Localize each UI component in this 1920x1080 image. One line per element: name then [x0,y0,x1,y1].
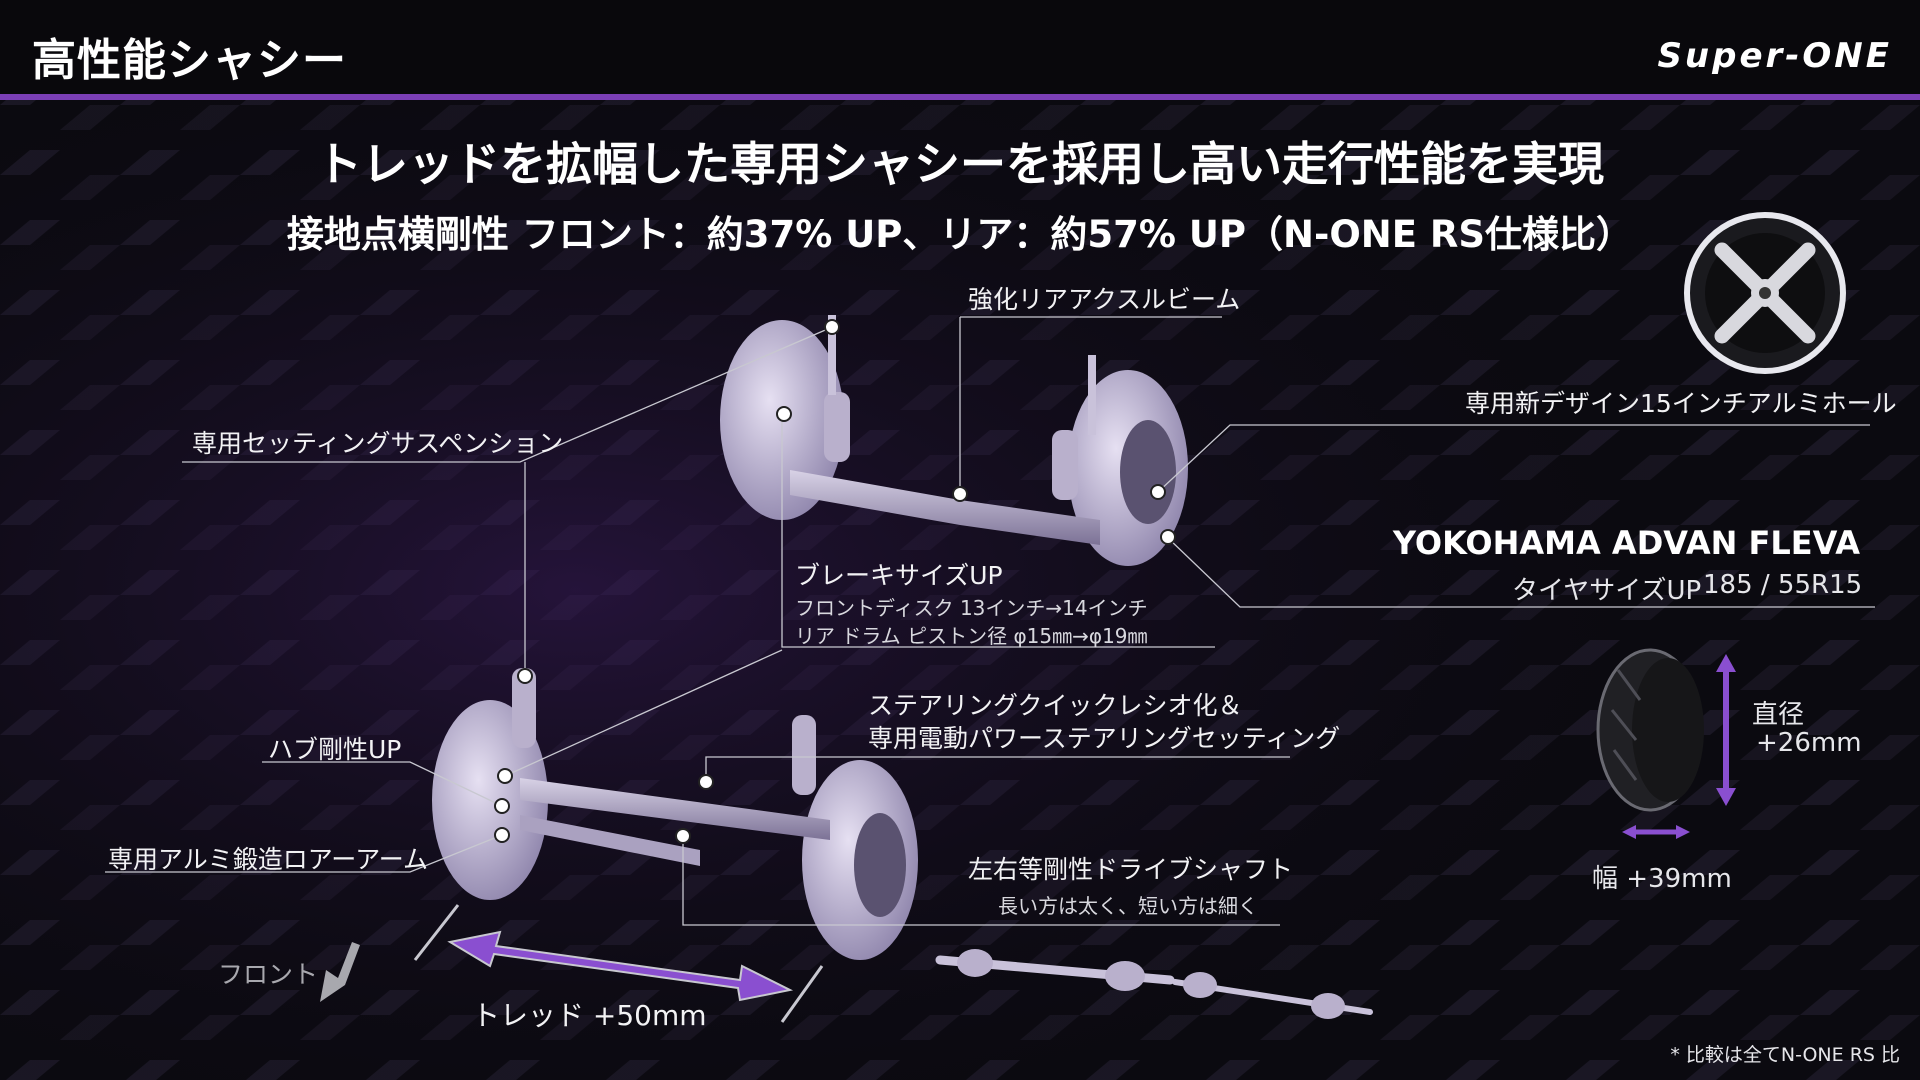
front-direction-label: フロント [218,960,319,989]
header-bar [0,0,1920,96]
callout-brake-title: ブレーキサイズUP [795,561,1003,590]
footnote: * 比較は全てN-ONE RS 比 [1670,1044,1900,1066]
headline: トレッドを拡幅した専用シャシーを採用し高い走行性能を実現 [316,137,1604,191]
subheadline: 接地点横剛性 フロント：約37% UP、リア：約57% UP（N-ONE RS仕… [286,213,1634,256]
rear-axle-assembly [720,315,1188,566]
callout-brake-front: フロントディスク 13インチ→14インチ [795,596,1148,620]
callout-dots [494,319,1176,844]
callout-hub: ハブ剛性UP [268,735,402,764]
tread-value: トレッド +50mm [472,999,707,1032]
callout-wheel: 専用新デザイン15インチアルミホール [1465,389,1897,418]
callout-driveshaft: 左右等剛性ドライブシャフト [968,855,1294,884]
driveshaft-illustration [935,949,1373,1019]
callout-suspension: 専用セッティングサスペンション [192,429,564,458]
callout-steering-line2: 専用電動パワーステアリングセッティング [868,724,1341,753]
callout-rear-axle-beam: 強化リアアクスルビーム [968,285,1241,314]
leader-lines [105,316,1875,926]
tread-arrow [413,904,824,1023]
brand-logo: Super-ONE [1657,36,1892,76]
tire-model: YOKOHAMA ADVAN FLEVA [1392,524,1860,562]
page-title: 高性能シャシー [32,35,347,86]
callout-lower-arm: 専用アルミ鍛造ロアーアーム [108,845,429,874]
tire-diameter-value: +26mm [1756,728,1862,758]
front-axle-assembly [432,668,918,960]
callout-steering-line1: ステアリングクイックレシオ化＆ [868,691,1243,720]
front-direction-arrow [320,942,360,1002]
header-accent-line [0,94,1920,100]
callout-driveshaft-sub: 長い方は太く、短い方は細く [998,894,1258,918]
tire-size-label: タイヤサイズUP [1512,576,1702,606]
tire-size-value: 185 / 55R15 [1703,570,1863,600]
tire-width-value: 幅 +39mm [1592,864,1732,894]
tire-diameter-label: 直径 [1752,700,1805,730]
callout-brake-rear: リア ドラム ピストン径 φ15㎜→φ19㎜ [795,624,1148,648]
